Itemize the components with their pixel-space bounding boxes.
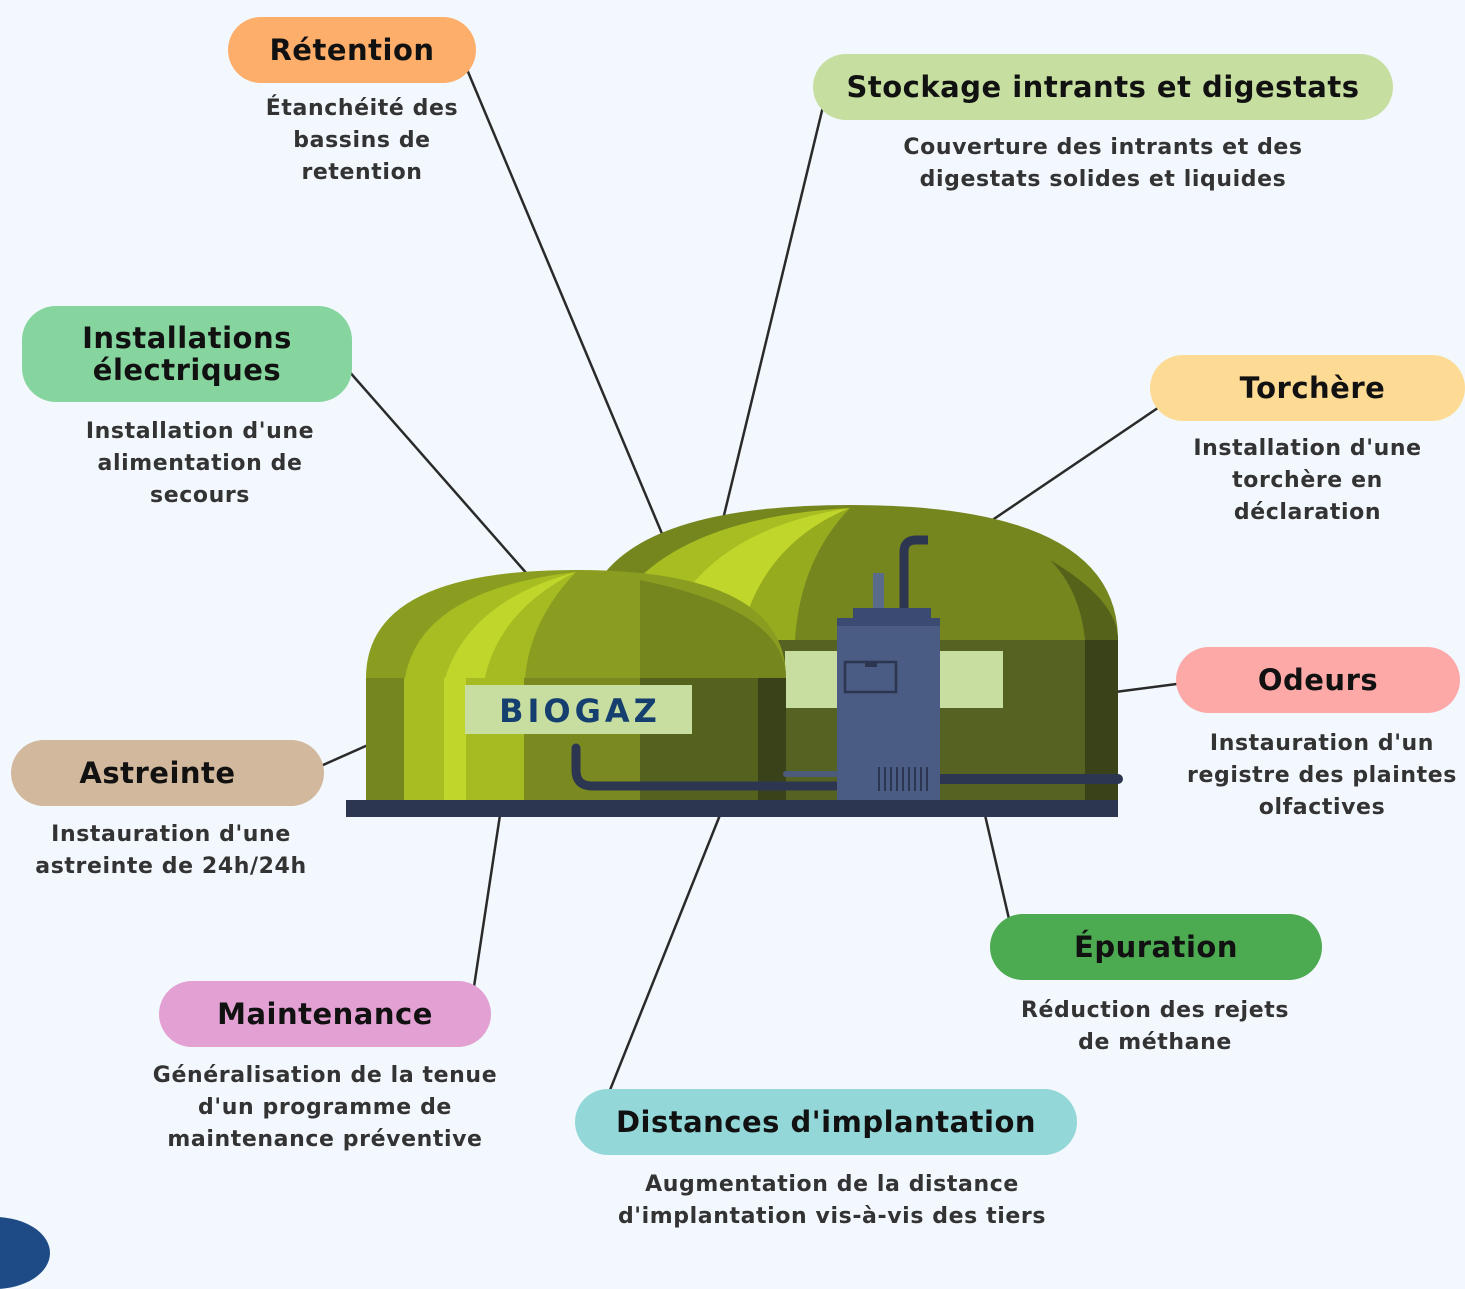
- pill-distances: Distances d'implantation: [575, 1089, 1077, 1155]
- connector-distances: [596, 814, 722, 1121]
- connector-installations: [332, 352, 529, 576]
- pill-epuration-title: Épuration: [1074, 930, 1238, 964]
- pill-distances-title: Distances d'implantation: [615, 1105, 1037, 1139]
- connector-torchere: [984, 391, 1181, 527]
- pill-retention: Rétention: [228, 17, 476, 83]
- pill-installations-title: Installations électriques: [82, 321, 292, 387]
- pill-stockage-title: Stockage intrants et digestats: [846, 70, 1360, 104]
- connector-maintenance: [468, 814, 502, 1014]
- desc-epuration: Réduction des rejets de méthane: [1020, 998, 1290, 1055]
- desc-installations: Installation d'une alimentation de secou…: [85, 419, 315, 508]
- ground-base: [346, 800, 1118, 817]
- desc-torchere: Installation d'une torchère en déclarati…: [1193, 436, 1422, 525]
- pill-stockage: Stockage intrants et digestats: [813, 54, 1393, 120]
- desc-odeurs: Instauration d'un registre des plaintes …: [1187, 731, 1457, 820]
- pill-epuration: Épuration: [990, 914, 1322, 980]
- pill-torchere: Torchère: [1150, 355, 1465, 421]
- pill-maintenance: Maintenance: [159, 981, 491, 1047]
- biogas-diagram: BIOGAZ: [298, 41, 1199, 1127]
- pipes: [571, 743, 1123, 791]
- connector-stockage: [716, 89, 829, 541]
- desc-distances: Augmentation de la distance d'implantati…: [617, 1172, 1047, 1229]
- desc-maintenance: Généralisation de la tenue d'un programm…: [152, 1063, 498, 1152]
- pill-maintenance-title: Maintenance: [217, 997, 433, 1031]
- pill-odeurs: Odeurs: [1176, 647, 1460, 713]
- pill-installations: Installations électriques: [22, 306, 352, 402]
- pill-torchere-title: Torchère: [1239, 371, 1386, 405]
- desc-stockage: Couverture des intrants et des digestats…: [903, 135, 1303, 192]
- desc-retention: Étanchéité des bassins de retention: [265, 96, 459, 185]
- generator-unit: [837, 535, 940, 802]
- connector-retention: [456, 47, 670, 549]
- pill-retention-title: Rétention: [269, 33, 435, 67]
- pill-odeurs-title: Odeurs: [1257, 663, 1379, 697]
- small-digester: BIOGAZ: [366, 570, 786, 815]
- biogaz-sign: [465, 685, 692, 734]
- center-label: BIOGAZ: [499, 692, 661, 730]
- pill-astreinte: Astreinte: [11, 740, 324, 806]
- pill-astreinte-title: Astreinte: [79, 756, 236, 790]
- desc-astreinte: Instauration d'une astreinte de 24h/24h: [35, 822, 307, 879]
